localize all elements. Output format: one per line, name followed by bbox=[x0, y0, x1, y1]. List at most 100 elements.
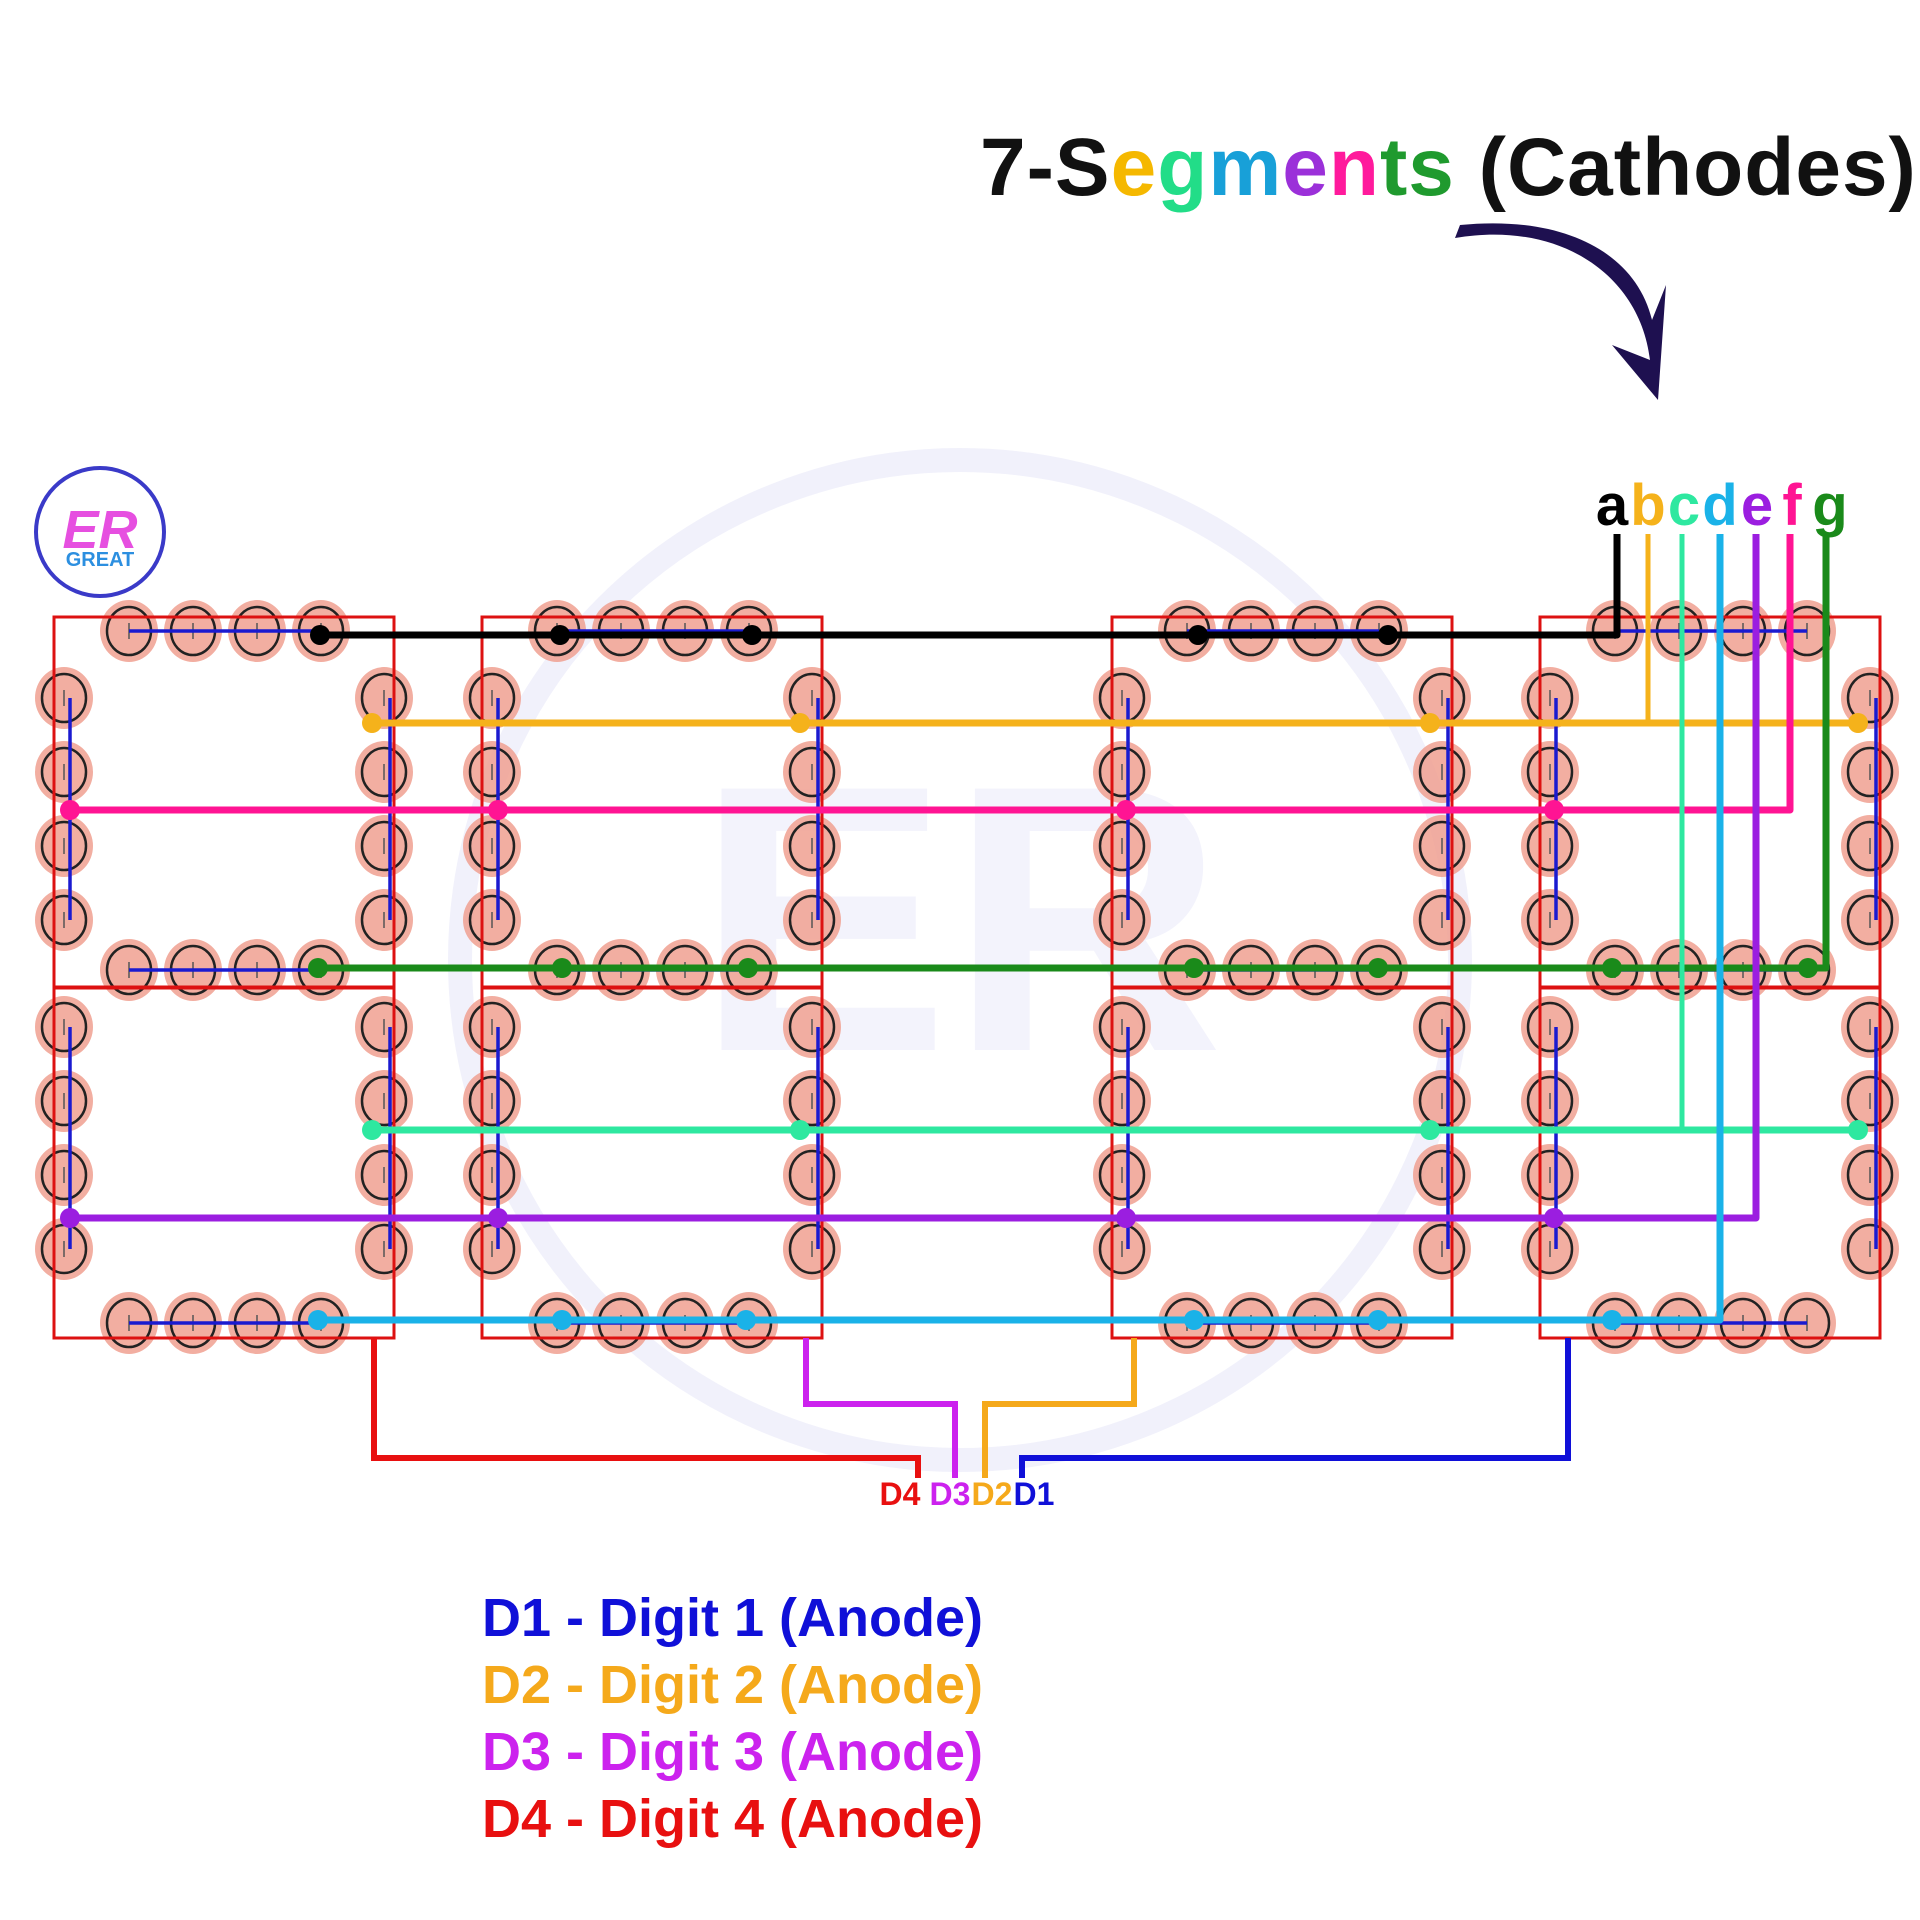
segment-label-c: c bbox=[1668, 473, 1700, 538]
title-part: e bbox=[1111, 122, 1158, 213]
led bbox=[1841, 1144, 1899, 1206]
junction-dot bbox=[488, 800, 508, 820]
led bbox=[1093, 815, 1151, 877]
led bbox=[463, 996, 521, 1058]
junction-dot bbox=[488, 1208, 508, 1228]
bus-wire bbox=[70, 534, 1794, 814]
led bbox=[1521, 1070, 1579, 1132]
digit-pin-label-d3: D3 bbox=[930, 1476, 971, 1512]
led bbox=[1521, 815, 1579, 877]
digit-frame-lower bbox=[480, 986, 824, 1340]
led bbox=[1093, 741, 1151, 803]
junction-dot bbox=[742, 625, 762, 645]
legend-item: D2 - Digit 2 (Anode) bbox=[482, 1655, 983, 1715]
led bbox=[355, 996, 413, 1058]
led bbox=[783, 741, 841, 803]
title-part: e bbox=[1282, 122, 1329, 213]
junction-dot bbox=[552, 1310, 572, 1330]
led bbox=[1413, 815, 1471, 877]
led bbox=[1521, 889, 1579, 951]
junction-dot bbox=[308, 1310, 328, 1330]
segment-label-g: g bbox=[1812, 473, 1847, 538]
title-part: m bbox=[1208, 122, 1282, 213]
junction-dot bbox=[1798, 958, 1818, 978]
junction-dot bbox=[550, 625, 570, 645]
led bbox=[783, 815, 841, 877]
led bbox=[1413, 741, 1471, 803]
led bbox=[1413, 996, 1471, 1058]
led bbox=[35, 889, 93, 951]
led bbox=[35, 1070, 93, 1132]
title-part: (Cathodes) bbox=[1455, 122, 1917, 213]
anode-wire bbox=[803, 1338, 958, 1478]
digit-frames bbox=[52, 615, 1882, 1340]
led bbox=[463, 889, 521, 951]
led bbox=[1841, 889, 1899, 951]
led bbox=[783, 889, 841, 951]
led bbox=[1521, 1144, 1579, 1206]
led bbox=[783, 1070, 841, 1132]
junction-dot bbox=[736, 1310, 756, 1330]
segment-label-f: f bbox=[1782, 473, 1802, 538]
digit-frame-upper bbox=[52, 615, 396, 989]
legend-item: D3 - Digit 3 (Anode) bbox=[482, 1722, 983, 1782]
led bbox=[1093, 1144, 1151, 1206]
title-part: 7-S bbox=[980, 122, 1111, 213]
led bbox=[1841, 741, 1899, 803]
legend: D1 - Digit 1 (Anode) D2 - Digit 2 (Anode)… bbox=[482, 1588, 983, 1849]
led bbox=[1841, 815, 1899, 877]
junction-dot bbox=[308, 958, 328, 978]
title-part: s bbox=[1408, 122, 1455, 213]
junction-dot bbox=[1848, 713, 1868, 733]
digit-pin-label-d2: D2 bbox=[972, 1476, 1013, 1512]
junction-dot bbox=[1368, 1310, 1388, 1330]
led bbox=[1093, 996, 1151, 1058]
led bbox=[1413, 1218, 1471, 1280]
led bbox=[1841, 1070, 1899, 1132]
junction-dot bbox=[1184, 1310, 1204, 1330]
segment-label-d: d bbox=[1702, 473, 1737, 538]
junction-dot bbox=[60, 800, 80, 820]
led bbox=[463, 1218, 521, 1280]
arrow-icon bbox=[1455, 223, 1666, 400]
led bbox=[355, 815, 413, 877]
led bbox=[1413, 1144, 1471, 1206]
led bbox=[1521, 996, 1579, 1058]
bus-wire bbox=[318, 534, 1724, 1324]
anode-wire bbox=[371, 1338, 921, 1478]
segment-label-b: b bbox=[1630, 473, 1665, 538]
junction-dot bbox=[362, 713, 382, 733]
logo-main-text: ER bbox=[62, 500, 137, 560]
digit-pin-label-d4: D4 bbox=[880, 1476, 921, 1512]
segment-label-a: a bbox=[1596, 473, 1629, 538]
anode-wire bbox=[982, 1338, 1137, 1478]
led bbox=[35, 815, 93, 877]
anode-wire bbox=[1019, 1338, 1571, 1478]
junction-dot bbox=[1848, 1120, 1868, 1140]
led bbox=[355, 1218, 413, 1280]
led bbox=[355, 741, 413, 803]
junction-dot bbox=[1184, 958, 1204, 978]
led bbox=[355, 1070, 413, 1132]
digit-frame-lower bbox=[1110, 986, 1454, 1340]
junction-dot bbox=[1368, 958, 1388, 978]
junction-dot bbox=[1420, 1120, 1440, 1140]
junction-dot bbox=[1544, 800, 1564, 820]
title-part: t bbox=[1380, 122, 1408, 213]
led bbox=[783, 1218, 841, 1280]
junction-dot bbox=[552, 958, 572, 978]
led bbox=[1521, 741, 1579, 803]
digit-frame-lower bbox=[1538, 986, 1882, 1340]
legend-item: D1 - Digit 1 (Anode) bbox=[482, 1588, 983, 1648]
led bbox=[35, 741, 93, 803]
digit-frame-lower bbox=[52, 986, 396, 1340]
junction-dot bbox=[1116, 1208, 1136, 1228]
led bbox=[35, 667, 93, 729]
led bbox=[463, 815, 521, 877]
digit-pin-label-d1: D1 bbox=[1014, 1476, 1055, 1512]
junction-dot bbox=[310, 625, 330, 645]
led bbox=[1413, 889, 1471, 951]
title-part: g bbox=[1157, 122, 1208, 213]
anode-wires bbox=[371, 1338, 1571, 1478]
